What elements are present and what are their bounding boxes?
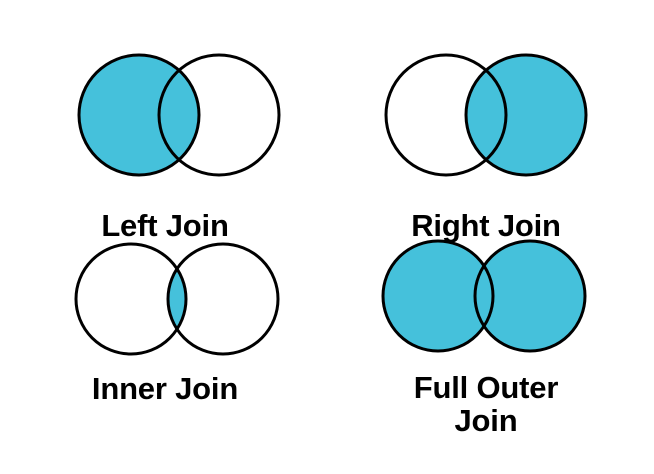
right-circle-outline: [166, 242, 280, 356]
venn-wrap-inner-join: [0, 238, 330, 360]
right-circle-outline: [157, 53, 281, 177]
left-circle-fill: [76, 244, 186, 354]
left-circle-outline: [381, 239, 495, 353]
right-circle-outline: [464, 53, 588, 177]
diagram-label-left-join: Left Join: [101, 208, 229, 243]
diagram-label-inner-join: Inner Join: [91, 371, 239, 406]
venn-wrap-right-join: [318, 30, 654, 200]
diagram-inner-join: Inner Join: [0, 238, 330, 405]
venn-wrap-left-join: [0, 30, 330, 200]
diagram-label-right-join: Right Join: [411, 208, 561, 243]
left-circle-outline: [384, 53, 508, 177]
diagram-full-outer-join: Full Outer Join: [318, 232, 654, 438]
diagram-left-join: Left Join: [0, 30, 330, 242]
venn-full-outer-join: [381, 239, 587, 353]
intersection-region: [159, 55, 199, 175]
right-circle-fill: [475, 241, 585, 351]
left-circle-outline: [74, 242, 188, 356]
venn-right-join: [384, 53, 588, 177]
diagram-label-full-outer-join: Full Outer Join: [413, 370, 559, 439]
right-circle-fill: [168, 244, 278, 354]
venn-left-join: [77, 53, 281, 177]
venn-wrap-full-outer-join: [318, 232, 654, 360]
left-circle-outline: [77, 53, 201, 177]
left-circle-fill: [383, 241, 493, 351]
diagram-right-join: Right Join: [318, 30, 654, 242]
venn-inner-join: [74, 242, 280, 356]
intersection-region: [466, 55, 506, 175]
right-circle-outline: [473, 239, 587, 353]
